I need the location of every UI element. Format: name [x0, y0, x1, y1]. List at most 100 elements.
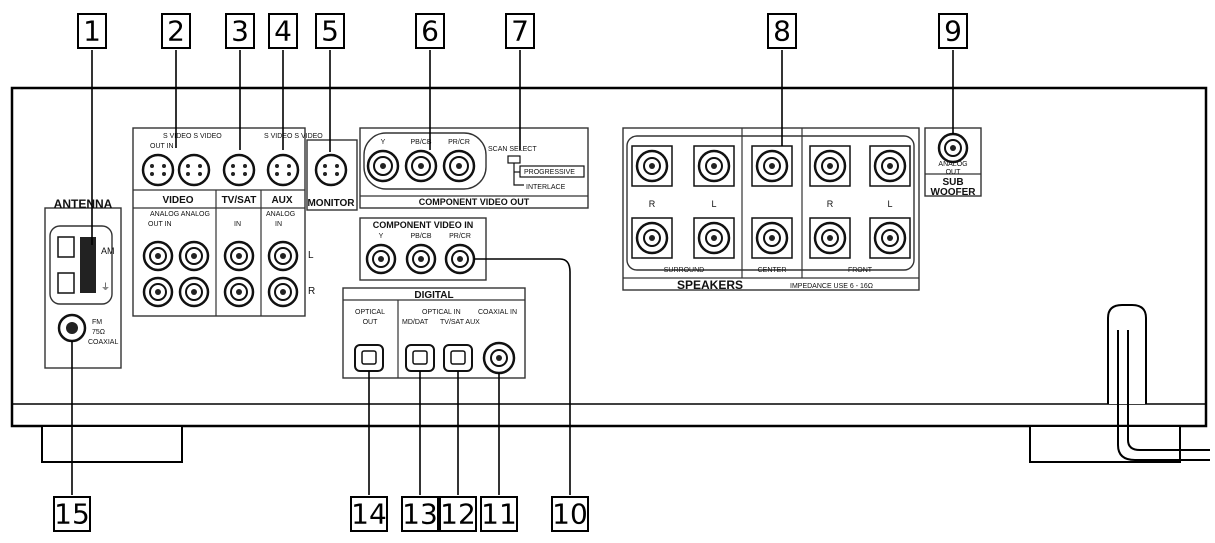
- aux-in-label: IN: [275, 221, 282, 228]
- tvsat-aux-label: TV/SAT AUX: [440, 319, 480, 326]
- speaker-terminal-front-l-bottom[interactable]: [869, 217, 911, 259]
- surround-label: SURROUND: [664, 267, 704, 274]
- comp-out-pr-label: PR/CR: [448, 139, 470, 146]
- rca-jack-video-in-r[interactable]: [178, 276, 210, 308]
- svideo-jack-aux-in[interactable]: [266, 153, 300, 187]
- rca-jack-aux-r[interactable]: [267, 276, 299, 308]
- aux-svideo-top-label: S VIDEO S VIDEO: [264, 133, 323, 140]
- svg-text:9: 9: [944, 15, 962, 48]
- subwoofer-title-2: WOOFER: [931, 187, 977, 198]
- impedance-label: IMPEDANCE USE 6 - 16Ω: [790, 283, 873, 290]
- speakers-title: SPEAKERS: [677, 278, 743, 292]
- rca-jack-comp-in-pb[interactable]: [405, 243, 437, 275]
- callout-1: 1: [77, 13, 107, 49]
- progressive-label: PROGRESSIVE: [524, 169, 575, 176]
- svideo-jack-video-in[interactable]: [177, 153, 211, 187]
- callout-12: 12: [439, 496, 477, 532]
- rca-jack-video-out-r[interactable]: [142, 276, 174, 308]
- video-analog-label: ANALOG ANALOG: [150, 211, 210, 218]
- comp-out-pb-label: PB/CB: [410, 139, 431, 146]
- speaker-terminal-surround-r-bottom[interactable]: [631, 217, 673, 259]
- front-label: FRONT: [848, 267, 873, 274]
- rca-jack-aux-l[interactable]: [267, 240, 299, 272]
- aux-l-label: L: [308, 250, 314, 261]
- speaker-terminal-center-top[interactable]: [751, 145, 793, 187]
- svg-text:4: 4: [274, 15, 292, 48]
- callout-9: 9: [938, 13, 968, 49]
- speaker-terminal-surround-r-top[interactable]: [631, 145, 673, 187]
- rca-jack-video-in-l[interactable]: [178, 240, 210, 272]
- video-title: VIDEO: [162, 195, 193, 206]
- speaker-terminal-front-r-top[interactable]: [809, 145, 851, 187]
- callout-6: 6: [415, 13, 445, 49]
- scan-select-switch[interactable]: [507, 155, 521, 164]
- svg-text:15: 15: [54, 498, 90, 531]
- scan-select-label: SCAN SELECT: [488, 146, 537, 153]
- center-label: CENTER: [758, 267, 787, 274]
- rca-jack-comp-out-y[interactable]: [366, 149, 400, 183]
- svg-text:14: 14: [351, 498, 387, 531]
- svg-text:6: 6: [421, 15, 439, 48]
- subwoofer-out-jack[interactable]: [937, 132, 969, 164]
- tvsat-title: TV/SAT: [222, 195, 257, 206]
- power-cord: [1107, 304, 1210, 461]
- component-video-in-section: COMPONENT VIDEO IN Y PB/CB PR/CR: [359, 217, 487, 281]
- rca-jack-tvsat-r[interactable]: [223, 276, 255, 308]
- speaker-terminal-surround-l-bottom[interactable]: [693, 217, 735, 259]
- optical-in-label: OPTICAL IN: [422, 309, 461, 316]
- coaxial-in-label: COAXIAL IN: [478, 309, 517, 316]
- callout-14: 14: [350, 496, 388, 532]
- callout-8: 8: [767, 13, 797, 49]
- am-label: AM: [101, 246, 115, 256]
- rca-jack-comp-in-y[interactable]: [365, 243, 397, 275]
- speaker-terminal-front-l-top[interactable]: [869, 145, 911, 187]
- comp-out-y-label: Y: [381, 139, 386, 146]
- svg-text:13: 13: [402, 498, 438, 531]
- component-out-title: COMPONENT VIDEO OUT: [419, 197, 530, 207]
- video-inputs-section: S VIDEO S VIDEO OUT IN S VIDEO S VIDEO V…: [132, 127, 323, 317]
- coaxial-in-jack[interactable]: [482, 341, 516, 375]
- antenna-title: ANTENNA: [54, 197, 113, 211]
- speaker-terminal-front-r-bottom[interactable]: [809, 217, 851, 259]
- rca-jack-tvsat-l[interactable]: [223, 240, 255, 272]
- svg-text:10: 10: [552, 498, 588, 531]
- comp-in-y-label: Y: [379, 233, 384, 240]
- speaker-terminal-surround-l-top[interactable]: [693, 145, 735, 187]
- rca-jack-comp-out-pr[interactable]: [442, 149, 476, 183]
- callout-10: 10: [551, 496, 589, 532]
- svg-text:8: 8: [773, 15, 791, 48]
- svg-text:2: 2: [167, 15, 185, 48]
- surround-r-label: R: [649, 199, 656, 209]
- am-terminal[interactable]: [57, 236, 75, 258]
- svideo-jack-monitor[interactable]: [314, 153, 348, 187]
- subwoofer-section: ANALOG OUT SUB WOOFER: [924, 127, 982, 198]
- video-out-in-label: OUT IN: [148, 221, 172, 228]
- svg-text:5: 5: [321, 15, 339, 48]
- subwoofer-analog-label: ANALOG: [938, 161, 967, 168]
- callout-13: 13: [401, 496, 439, 532]
- optical-out-label: OPTICAL: [355, 309, 385, 316]
- rca-jack-video-out-l[interactable]: [142, 240, 174, 272]
- callout-15: 15: [53, 496, 91, 532]
- svg-text:11: 11: [481, 498, 517, 531]
- front-l-label: L: [887, 199, 892, 209]
- optical-out-sub-label: OUT: [363, 319, 379, 326]
- component-in-title: COMPONENT VIDEO IN: [373, 220, 474, 230]
- rca-jack-comp-out-pb[interactable]: [404, 149, 438, 183]
- svideo-jack-tvsat-in[interactable]: [222, 153, 256, 187]
- tvsat-in-label: IN: [234, 221, 241, 228]
- aux-analog-label: ANALOG: [266, 211, 295, 218]
- ground-terminal[interactable]: [57, 272, 75, 294]
- left-foot: [41, 425, 183, 463]
- rca-jack-comp-in-pr[interactable]: [444, 243, 476, 275]
- svg-text:7: 7: [511, 15, 529, 48]
- svideo-jack-video-out[interactable]: [141, 153, 175, 187]
- speaker-terminal-center-bottom[interactable]: [751, 217, 793, 259]
- fm-coax-label: COAXIAL: [88, 339, 118, 346]
- component-video-out-section: Y PB/CB PR/CR SCAN SELECT PROGRESSIVE IN…: [359, 127, 589, 209]
- ground-label: ⏚: [101, 282, 110, 292]
- interlace-label: INTERLACE: [526, 184, 566, 191]
- aux-r-label: R: [308, 286, 315, 297]
- comp-in-pr-label: PR/CR: [449, 233, 471, 240]
- antenna-section: ANTENNA AM ⏚ FM 75Ω COAXIAL: [44, 197, 122, 369]
